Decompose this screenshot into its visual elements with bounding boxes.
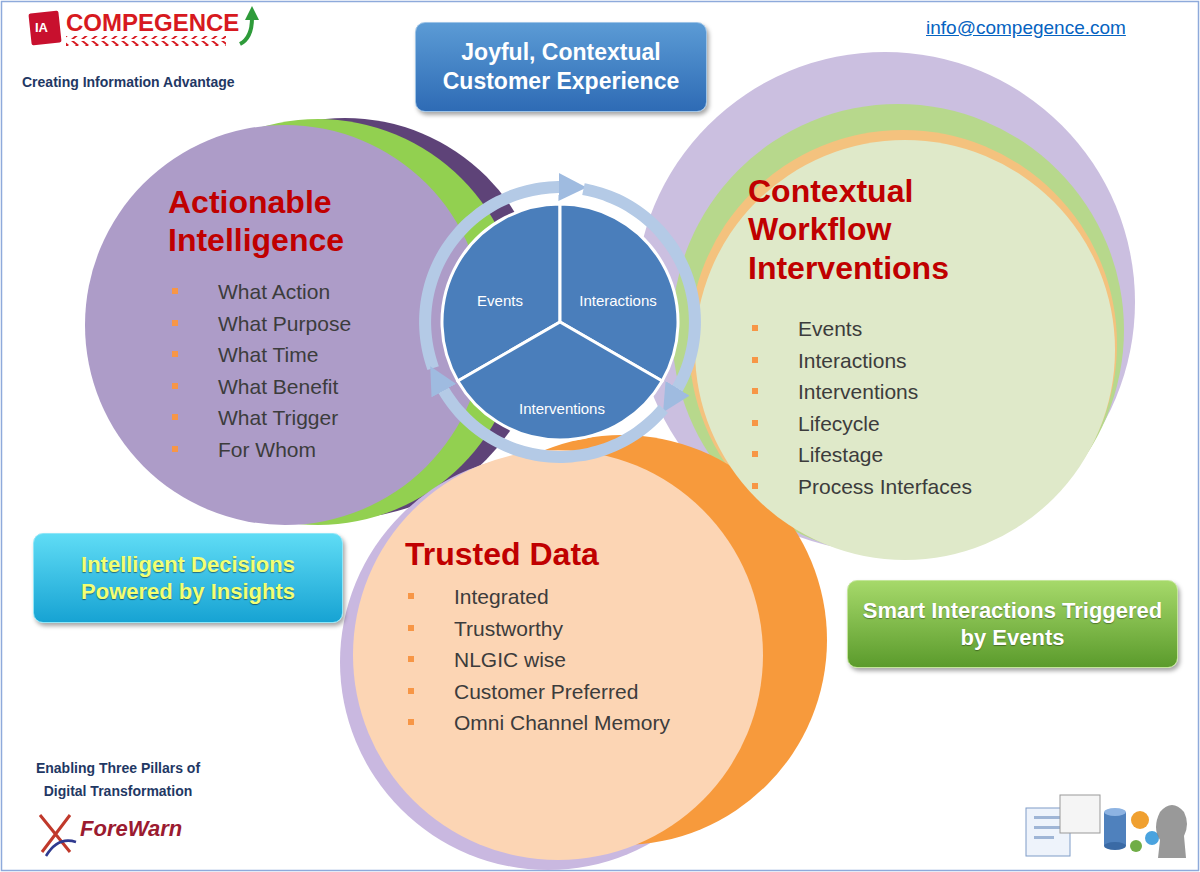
forewarn-dish	[46, 841, 76, 856]
bullet-item: Omni Channel Memory	[408, 707, 670, 739]
bullet-list: IntegratedTrustworthyNLGIC wiseCustomer …	[408, 581, 670, 739]
bullet-item: Events	[752, 313, 972, 345]
circle-heading: Contextual Workflow Interventions	[748, 172, 1023, 287]
pillar-circle: Trusted DataIntegratedTrustworthyNLGIC w…	[353, 450, 763, 860]
database-top	[1104, 808, 1126, 816]
doc-line	[1034, 826, 1062, 829]
heading-wrap: Actionable Intelligence	[168, 183, 418, 260]
logo-initials: IA	[35, 20, 48, 35]
bullet-item: What Time	[172, 339, 351, 371]
logo-arrow	[240, 18, 252, 44]
box-text: Joyful, Contextual Customer Experience	[428, 38, 694, 96]
circle-heading: Actionable Intelligence	[168, 183, 418, 260]
bullet-item: Interventions	[752, 376, 972, 408]
box-text: Smart Interactions Triggered by Events	[860, 597, 1165, 652]
callout-box: Intelligent Decisions Powered by Insight…	[33, 533, 343, 623]
label-wrap: Enabling Three Pillars of Digital Transf…	[18, 757, 218, 803]
bullet-item: NLGIC wise	[408, 644, 670, 676]
title-box: Joyful, Contextual Customer Experience	[415, 22, 707, 112]
pillar-circle: Contextual Workflow InterventionsEventsI…	[695, 140, 1115, 560]
cycle-segment: Interventions	[457, 322, 663, 440]
segment-label-wrap: Interactions	[579, 292, 657, 309]
circle-fill	[353, 450, 763, 860]
bullet-list: What ActionWhat PurposeWhat TimeWhat Ben…	[172, 276, 351, 465]
bullet-item: Lifecycle	[752, 408, 972, 440]
segment-label: Interactions	[579, 292, 657, 309]
bullet-item: Interactions	[752, 345, 972, 377]
doc-icon	[1060, 795, 1100, 833]
label-wrap: ForeWarn	[80, 816, 182, 842]
segment-shape	[457, 322, 663, 440]
database-bottom	[1104, 842, 1126, 850]
label-wrap: IA	[35, 20, 48, 35]
gear-icon	[1131, 811, 1149, 829]
logo-arrow-head	[245, 6, 259, 20]
logo-chevrons	[66, 36, 226, 46]
label-wrap: info@compegence.com	[926, 17, 1126, 39]
bullet-item: What Purpose	[172, 308, 351, 340]
head-icon	[1156, 805, 1187, 858]
segment-label-wrap: Interventions	[519, 400, 605, 417]
bullet-item: Process Interfaces	[752, 471, 972, 503]
bullet-item: What Trigger	[172, 402, 351, 434]
heading-wrap: Contextual Workflow Interventions	[748, 172, 1023, 287]
gear-icon	[1130, 840, 1142, 852]
bullet-item: Integrated	[408, 581, 670, 613]
segment-fill	[458, 322, 662, 440]
segment-label: Interventions	[519, 400, 605, 417]
bullet-item: What Benefit	[172, 371, 351, 403]
label-wrap: Creating Information Advantage	[22, 74, 235, 90]
pillar-circle: Actionable IntelligenceWhat ActionWhat P…	[85, 125, 485, 525]
bullet-item: Lifestage	[752, 439, 972, 471]
bullet-list: EventsInteractionsInterventionsLifecycle…	[752, 313, 972, 502]
logo-wordmark: COMPEGENCE	[66, 9, 239, 37]
circle-heading: Trusted Data	[405, 535, 705, 573]
box-text: Intelligent Decisions Powered by Insight…	[46, 551, 330, 606]
doc-line	[1034, 816, 1062, 819]
logo-badge	[28, 11, 61, 46]
doc-line	[1034, 836, 1054, 839]
label-wrap: COMPEGENCE	[66, 9, 239, 37]
heading-wrap: Trusted Data	[405, 535, 705, 573]
bullet-item: For Whom	[172, 434, 351, 466]
bullet-item: Trustworthy	[408, 613, 670, 645]
bullet-item: Customer Preferred	[408, 676, 670, 708]
circle-fill	[85, 125, 485, 525]
email: info@compegence.com	[926, 17, 1126, 39]
tagline: Creating Information Advantage	[22, 74, 235, 90]
database-icon	[1104, 812, 1126, 846]
footer-note: Enabling Three Pillars of Digital Transf…	[18, 757, 218, 803]
segment-label-wrap: Events	[477, 292, 523, 309]
data-illustration	[1026, 795, 1187, 858]
bullet-item: What Action	[172, 276, 351, 308]
forewarn-logo: ForeWarn	[80, 816, 182, 842]
segment-label: Events	[477, 292, 523, 309]
circle-fill	[695, 140, 1115, 560]
callout-box: Smart Interactions Triggered by Events	[847, 580, 1178, 668]
